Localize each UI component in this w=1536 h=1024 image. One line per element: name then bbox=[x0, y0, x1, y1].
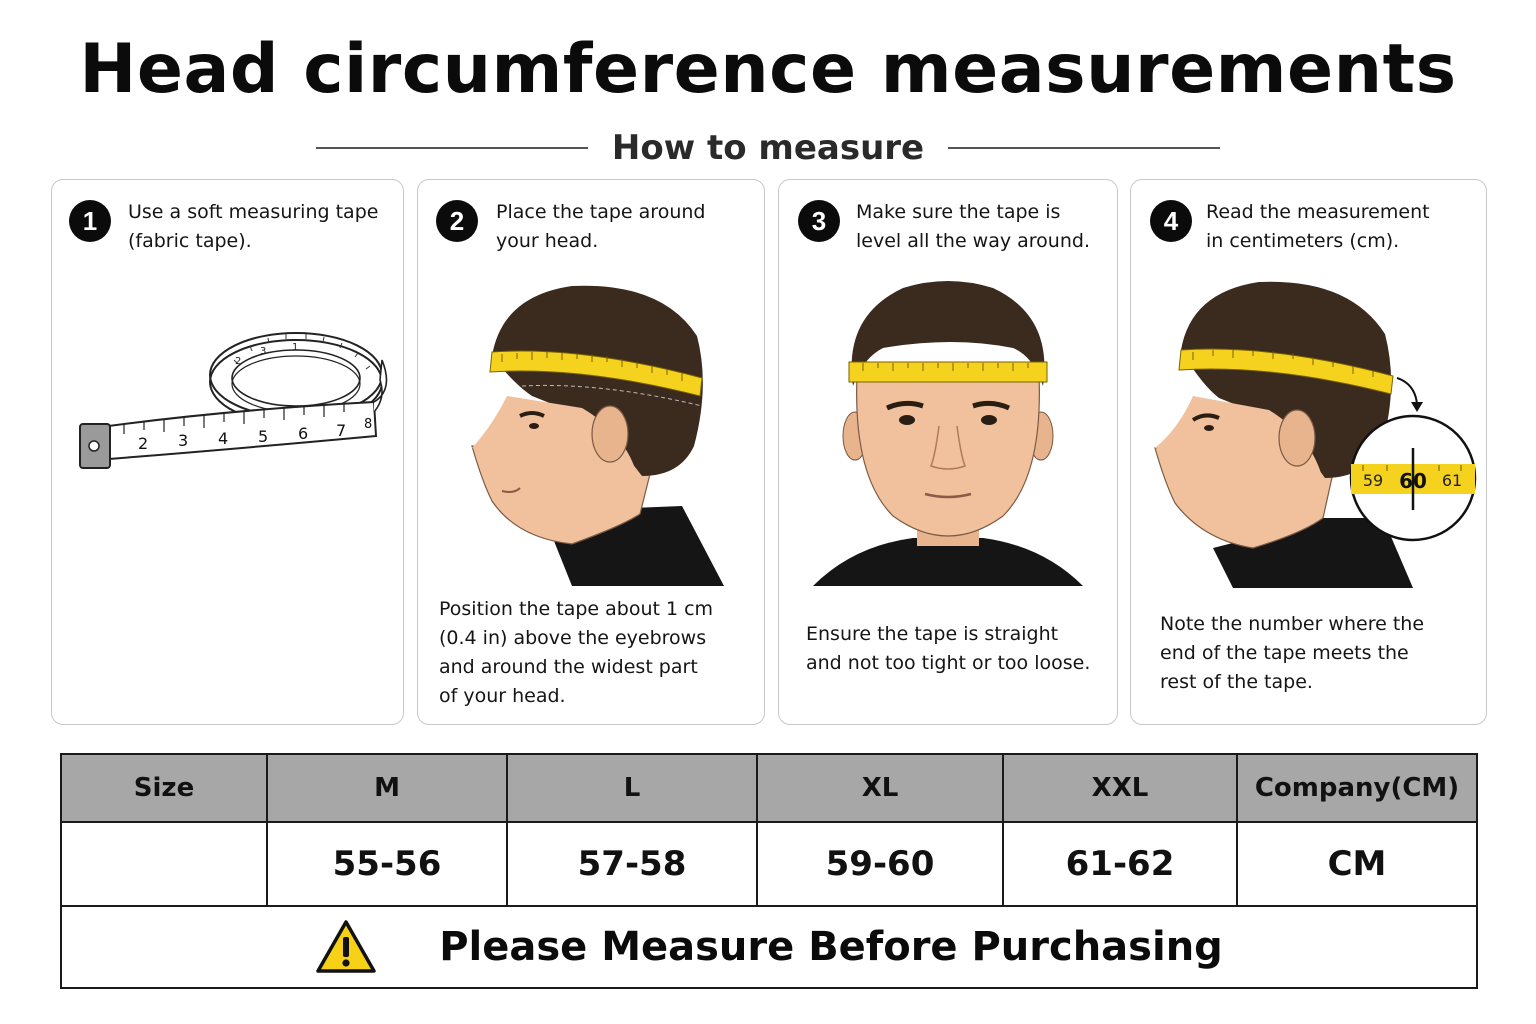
header-size: Size bbox=[60, 753, 268, 823]
step-title-4: Read the measurement in centimeters (cm)… bbox=[1206, 201, 1430, 252]
tape-number-4: 4 bbox=[218, 429, 228, 448]
step-title-1: Use a soft measuring tape (fabric tape). bbox=[128, 201, 379, 252]
step-description-3: Ensure the tape is straight and not too … bbox=[806, 623, 1091, 674]
tape-number-6: 6 bbox=[298, 424, 308, 443]
coil-number-b: 3 bbox=[260, 346, 266, 357]
size-table: Size M L XL XXL Company(CM) 55-56 57-58 … bbox=[60, 753, 1478, 989]
warning-text: Please Measure Before Purchasing bbox=[439, 924, 1223, 970]
header-xxl: XXL bbox=[1002, 753, 1238, 823]
step-card-4: 4 Read the measurement in centimeters (c… bbox=[1130, 179, 1487, 725]
tape-number-7: 7 bbox=[336, 421, 346, 440]
warning-triangle-icon bbox=[316, 920, 376, 973]
step-title-2: Place the tape around your head. bbox=[496, 201, 706, 252]
step-card-3: 3 Make sure the tape is level all the wa… bbox=[778, 179, 1118, 725]
step-card-2: 2 Place the tape around your head. Posit… bbox=[417, 179, 765, 725]
head-front-view-illustration bbox=[813, 281, 1083, 586]
zoom-reading-left: 59 bbox=[1363, 471, 1383, 490]
warning-cell: Please Measure Before Purchasing bbox=[60, 905, 1478, 989]
head-reading-illustration: 59 60 61 bbox=[1154, 281, 1477, 588]
step-number-2: 2 bbox=[436, 200, 478, 242]
tape-number-8: 8 bbox=[364, 417, 372, 432]
page-subtitle: How to measure bbox=[611, 128, 925, 168]
subtitle-rule-left bbox=[316, 147, 588, 149]
size-table-value-row: 55-56 57-58 59-60 61-62 CM bbox=[60, 821, 1478, 907]
step-number-4: 4 bbox=[1150, 200, 1192, 242]
tape-number-2: 2 bbox=[138, 434, 148, 453]
header-m: M bbox=[266, 753, 508, 823]
subtitle-rule-right bbox=[948, 147, 1220, 149]
value-size bbox=[60, 821, 268, 907]
measuring-tape-illustration: 2 3 1 2 3 4 5 6 7 8 bbox=[79, 332, 388, 469]
step-description-2: Position the tape about 1 cm (0.4 in) ab… bbox=[439, 598, 714, 707]
coil-number-c: 1 bbox=[292, 342, 298, 353]
head-side-profile-illustration bbox=[471, 285, 724, 586]
step-title-3: Make sure the tape is level all the way … bbox=[856, 201, 1090, 252]
header-company: Company(CM) bbox=[1236, 753, 1478, 823]
value-m: 55-56 bbox=[266, 821, 508, 907]
header-l: L bbox=[506, 753, 758, 823]
header-xl: XL bbox=[756, 753, 1004, 823]
value-l: 57-58 bbox=[506, 821, 758, 907]
coil-number-a: 2 bbox=[235, 356, 241, 367]
zoom-reading-right: 61 bbox=[1442, 471, 1462, 490]
step-description-4: Note the number where the end of the tap… bbox=[1160, 613, 1425, 693]
value-company: CM bbox=[1236, 821, 1478, 907]
zoom-reading-center: 60 bbox=[1399, 469, 1427, 493]
warning-banner: Please Measure Before Purchasing bbox=[62, 907, 1476, 987]
page-title: Head circumference measurements bbox=[79, 30, 1457, 109]
tape-number-3: 3 bbox=[178, 431, 188, 450]
step-number-1: 1 bbox=[69, 200, 111, 242]
subtitle-row: How to measure bbox=[316, 126, 1220, 170]
tape-number-5: 5 bbox=[258, 427, 268, 446]
value-xl: 59-60 bbox=[756, 821, 1004, 907]
size-table-header-row: Size M L XL XXL Company(CM) bbox=[60, 753, 1478, 823]
step-number-3: 3 bbox=[798, 200, 840, 242]
size-table-footer-row: Please Measure Before Purchasing bbox=[60, 905, 1478, 989]
value-xxl: 61-62 bbox=[1002, 821, 1238, 907]
step-card-1: 1 Use a soft measuring tape (fabric tape… bbox=[51, 179, 404, 725]
